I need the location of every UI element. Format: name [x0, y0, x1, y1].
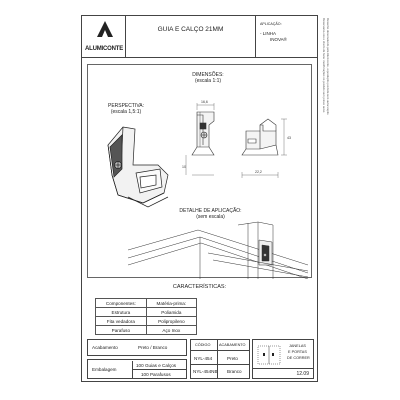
code-value: NYL-454: [194, 356, 213, 361]
table-cell: Fita vedadora: [95, 316, 147, 326]
technical-drawings: 16,6 10 43 22,2: [107, 100, 309, 279]
finish-value: Preto / Branco: [138, 345, 168, 350]
title-box: GUIA E CALÇO 21MM: [126, 16, 256, 58]
logo-box: ALUMICONTE: [82, 16, 126, 58]
usage-line: DE CORRER: [287, 356, 310, 360]
dim-bottom-label: 22,2: [255, 170, 262, 174]
usage-line: E PORTAS: [288, 350, 307, 354]
detail-title: DETALHE DE APLICAÇÃO:: [179, 208, 242, 214]
table-header: Matéria-prima:: [145, 298, 198, 308]
characteristics-title: CARACTERÍSTICAS:: [172, 284, 227, 290]
codes-header: CÓDIGO: [195, 343, 211, 347]
table-row: Componentes: Matéria-prima:: [95, 298, 198, 308]
perspective-title: PERSPECTIVA:: [107, 103, 145, 109]
dim-top-label: 16,6: [201, 100, 208, 104]
packaging-line: 100 Guias e Calços: [132, 361, 186, 370]
packaging-label: Embalagem: [92, 367, 117, 372]
usage-line: JANELAS: [289, 344, 306, 348]
table-cell: Estrutura: [95, 307, 147, 317]
table-cell: Poliamida: [145, 307, 198, 317]
finish-code-value: Preto: [227, 356, 238, 361]
dimensions-scale: (escala 1:1): [194, 78, 222, 84]
brand-name: ALUMICONTE: [85, 46, 123, 52]
dim-height-label: 43: [287, 136, 291, 140]
code-value: NYL-454NB: [193, 369, 218, 374]
application-line: - LINHA: [260, 31, 277, 36]
table-header: Componentes:: [95, 298, 147, 308]
drawing-area: DIMENSÕES: (escala 1:1) PERSPECTIVA: (es…: [87, 64, 312, 279]
table-cell: Aço Inox: [145, 325, 198, 335]
application-label: APLICAÇÃO:: [260, 22, 282, 26]
finish-label: Acabamento: [92, 345, 118, 350]
packaging-line: 100 Parafusos: [132, 370, 186, 379]
detail-scale: (sem escala): [196, 214, 225, 220]
usage-box: JANELAS E PORTAS DE CORRER: [252, 339, 314, 369]
table-row: Estrutura Poliamida: [95, 307, 198, 317]
characteristics-table: Componentes: Matéria-prima: Estrutura Po…: [95, 298, 198, 335]
table-row: Parafuso Aço Inox: [95, 325, 198, 335]
perspective-scale: (escala 1,5:1): [110, 109, 142, 115]
header: ALUMICONTE GUIA E CALÇO 21MM APLICAÇÃO: …: [82, 16, 317, 58]
finish-box: Acabamento Preto / Branco: [87, 339, 187, 356]
side-view-drawing: [241, 118, 279, 156]
table-row: Fita vedadora Polipropileno: [95, 316, 198, 326]
dim-left-label: 10: [182, 165, 186, 169]
side-note: Desenho desenvolvido pela Alumiconte, re…: [326, 18, 330, 115]
application-detail-drawing: [127, 221, 309, 279]
table-cell: Parafuso: [95, 325, 147, 335]
window-icon: [257, 345, 281, 365]
application-line: INOVA®: [270, 37, 287, 42]
dimensions-title: DIMENSÕES:: [192, 72, 224, 78]
finish-code-value: Branco: [227, 369, 242, 374]
product-title: GUIA E CALÇO 21MM: [157, 26, 224, 33]
revision-number: 12.09: [296, 371, 309, 377]
packaging-box: Embalagem 100 Guias e Calços 100 Parafus…: [87, 359, 187, 379]
perspective-drawing: [107, 126, 169, 208]
application-box: APLICAÇÃO: - LINHA INOVA®: [256, 16, 317, 58]
codes-header: ACABAMENTO: [219, 343, 246, 347]
revision-box: 12.09: [252, 369, 314, 379]
front-view-drawing: [191, 111, 215, 156]
codes-box: CÓDIGO ACABAMENTO NYL-454 Preto NYL-454N…: [190, 339, 250, 379]
alumiconte-logo-icon: [97, 21, 113, 37]
table-cell: Polipropileno: [145, 316, 198, 326]
datasheet: ALUMICONTE GUIA E CALÇO 21MM APLICAÇÃO: …: [81, 15, 318, 382]
